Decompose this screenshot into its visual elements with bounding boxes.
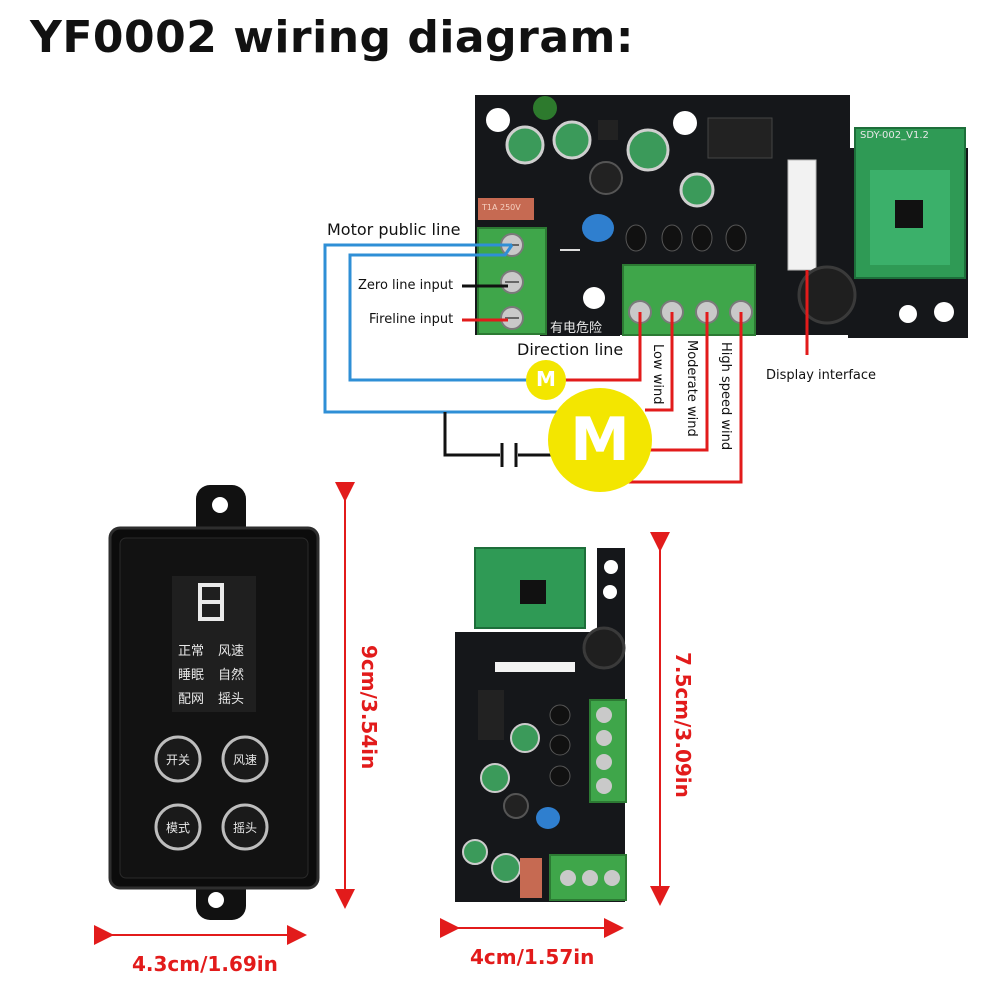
panel-function-normal: 正常 <box>178 644 205 659</box>
module-label: SDY-002_V1.2 <box>860 130 929 141</box>
moderate-wind-label: Moderate wind <box>684 340 699 437</box>
display-interface-label: Display interface <box>766 368 877 383</box>
motor-terminal-block <box>622 264 756 336</box>
mode-button[interactable]: 模式 <box>165 821 190 835</box>
panel-height-dimension: 9cm/3.54in <box>357 645 381 770</box>
swing-button[interactable]: 摇头 <box>232 821 257 835</box>
fireline-input-label: Fireline input <box>369 312 454 327</box>
large-motor-label: M <box>570 405 630 475</box>
dimension-arrows <box>94 482 670 945</box>
board-height-dimension: 7.5cm/3.09in <box>671 652 695 798</box>
control-panel <box>108 485 320 920</box>
panel-function-swing: 摇头 <box>218 692 245 707</box>
speed-button[interactable]: 风速 <box>232 753 257 767</box>
small-motor-label: M <box>536 367 556 391</box>
high-speed-wind-label: High speed wind <box>718 342 733 451</box>
panel-function-network: 配网 <box>178 692 205 707</box>
wires <box>323 243 809 484</box>
main-pcb <box>475 95 968 338</box>
small-motor <box>526 360 566 400</box>
large-motor <box>548 388 652 492</box>
page-title: YF0002 wiring diagram: <box>30 12 634 63</box>
panel-width-dimension: 4.3cm/1.69in <box>132 952 278 976</box>
direction-line-label: Direction line <box>517 340 624 359</box>
board-bottom <box>455 547 627 902</box>
panel-function-sleep: 睡眠 <box>178 668 205 683</box>
power-button[interactable]: 开关 <box>165 753 190 767</box>
panel-function-speed: 风速 <box>218 644 245 659</box>
zero-line-input-label: Zero line input <box>358 278 454 293</box>
board-width-dimension: 4cm/1.57in <box>470 945 595 969</box>
fuse-label: T1A 250V <box>482 203 521 212</box>
low-wind-label: Low wind <box>650 344 665 405</box>
panel-function-natural: 自然 <box>218 668 245 683</box>
motor-public-line-label: Motor public line <box>327 220 461 239</box>
silkscreen-warning: 有电危险 <box>550 321 603 336</box>
